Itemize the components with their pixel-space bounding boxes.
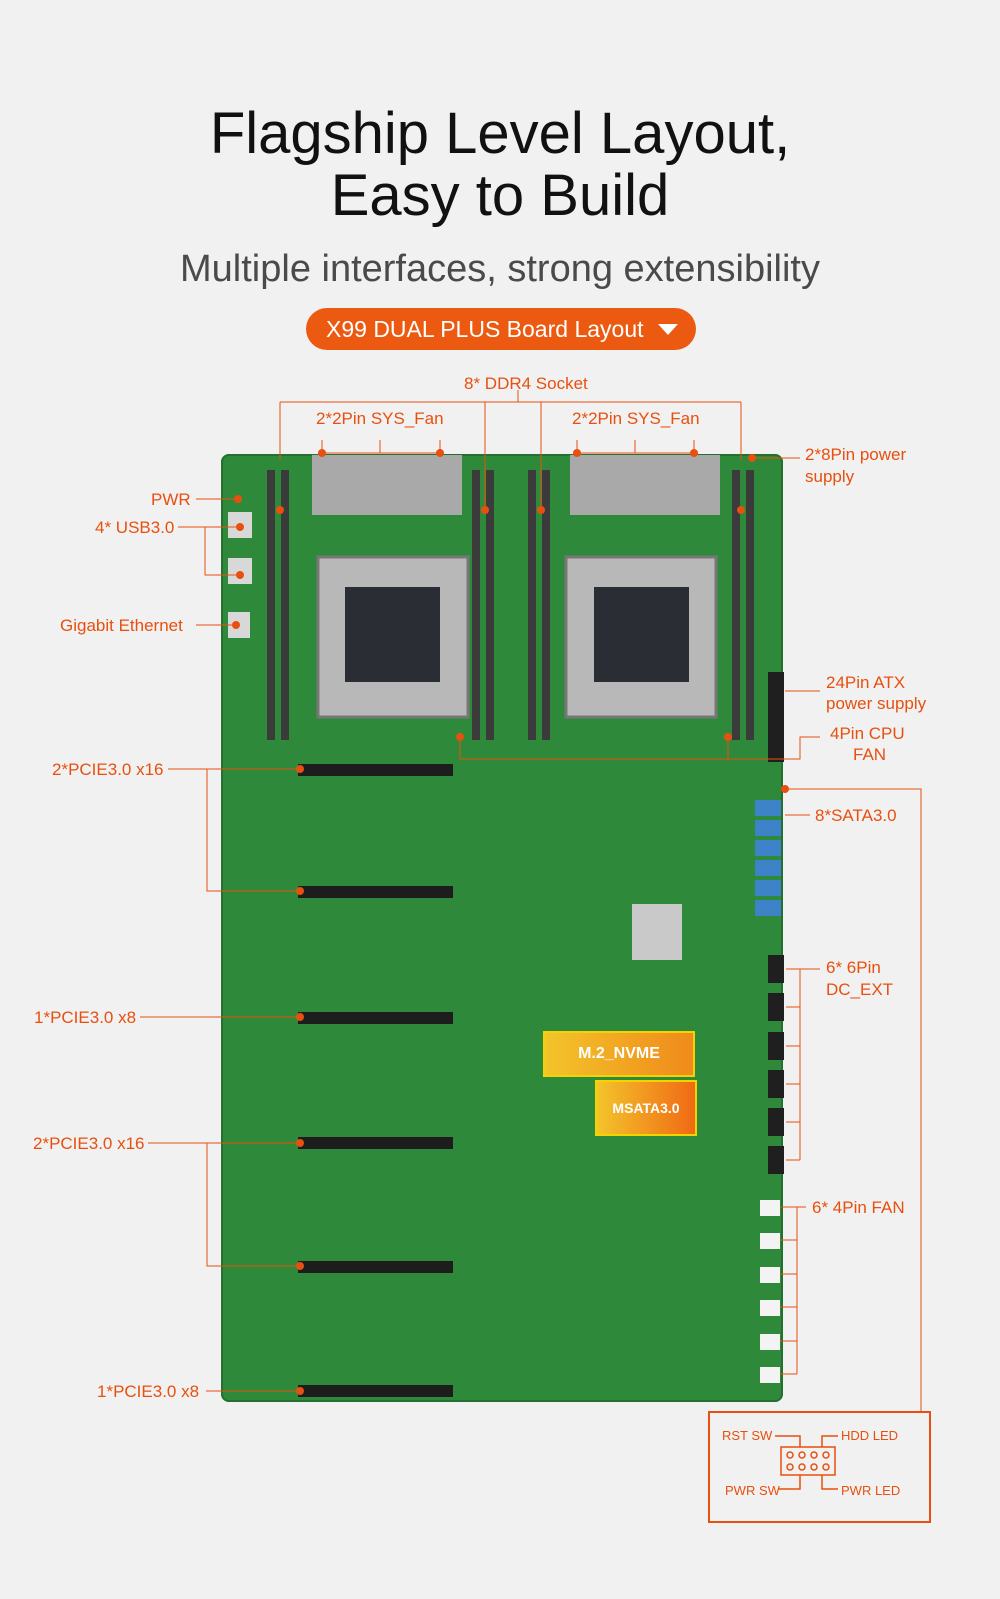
board-layout-dropdown[interactable]: X99 DUAL PLUS Board Layout: [306, 308, 696, 350]
m2-nvme-label: M.2_NVME: [543, 1031, 695, 1077]
label-8pin-power-1: 2*8Pin power: [805, 445, 907, 464]
label-ethernet: Gigabit Ethernet: [60, 616, 183, 635]
callout-lines: [140, 390, 922, 1412]
page-subtitle: Multiple interfaces, strong extensibilit…: [180, 248, 820, 290]
label-sys-fan-right: 2*2Pin SYS_Fan: [572, 409, 700, 428]
label-cpu-fan-2: FAN: [853, 745, 887, 764]
front-panel-hdd-led: HDD LED: [841, 1428, 899, 1443]
front-panel-box: [708, 1411, 931, 1523]
board-layout-label: X99 DUAL PLUS Board Layout: [326, 316, 644, 342]
msata-label: MSATA3.0: [595, 1080, 697, 1136]
label-sys-fan-left: 2*2Pin SYS_Fan: [316, 409, 444, 428]
label-fan4: 6* 4Pin FAN: [812, 1198, 905, 1217]
label-cpu-fan-1: 4Pin CPU: [830, 724, 905, 743]
dc-ext-connectors: [768, 955, 784, 1174]
label-pcie-1: 2*PCIE3.0 x16: [52, 760, 164, 779]
label-pcie-4: 1*PCIE3.0 x8: [97, 1382, 200, 1401]
chevron-down-icon: [658, 324, 678, 335]
front-panel-pwr-sw: PWR SW: [725, 1483, 780, 1498]
label-pcie-2: 1*PCIE3.0 x8: [34, 1008, 137, 1027]
front-panel-rst-sw: RST SW: [722, 1428, 773, 1443]
dimm-slots: [267, 470, 754, 740]
sata-ports: [755, 800, 781, 916]
label-atx-1: 24Pin ATX: [826, 673, 906, 692]
label-usb: 4* USB3.0: [95, 518, 175, 537]
label-dc-ext-1: 6* 6Pin: [826, 958, 881, 977]
chipset-heatsink: [632, 904, 682, 960]
label-ddr4: 8* DDR4 Socket: [464, 374, 588, 393]
label-pcie-3: 2*PCIE3.0 x16: [33, 1134, 145, 1153]
pcie-slots: [298, 764, 453, 1397]
fan-headers: [760, 1200, 780, 1383]
label-pwr: PWR: [151, 490, 191, 509]
page-title-line2: Easy to Build: [330, 163, 670, 228]
label-sata: 8*SATA3.0: [815, 806, 897, 825]
front-panel-pwr-led: PWR LED: [841, 1483, 901, 1498]
cpu-socket-left: [312, 455, 470, 719]
page-title-line1: Flagship Level Layout,: [209, 101, 791, 166]
front-panel-diagram: [775, 1435, 838, 1490]
callout-dots: [232, 449, 789, 1395]
label-atx-2: power supply: [826, 694, 927, 713]
label-8pin-power-2: supply: [805, 467, 855, 486]
cpu-socket-right: [564, 455, 720, 719]
io-ports: [228, 512, 252, 638]
atx-connector: [768, 672, 784, 762]
label-dc-ext-2: DC_EXT: [826, 980, 894, 999]
